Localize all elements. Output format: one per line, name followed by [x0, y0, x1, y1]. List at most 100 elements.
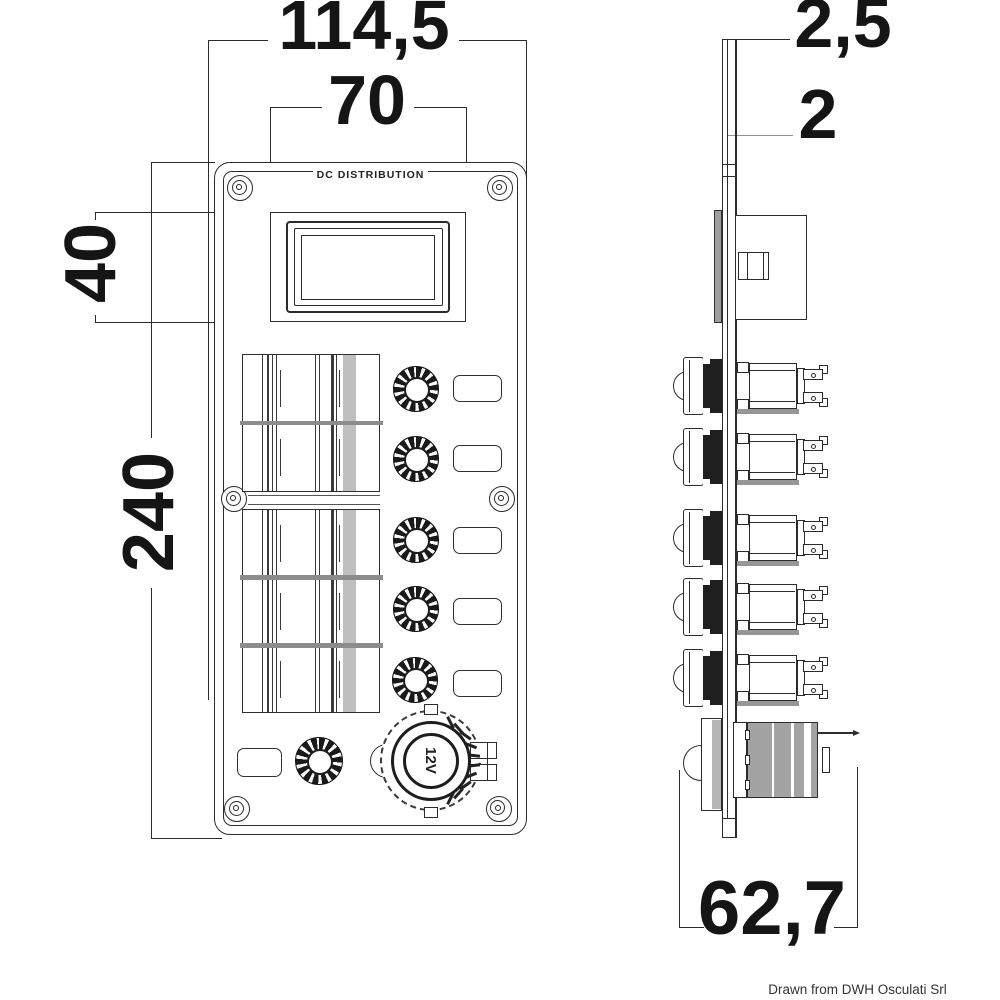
screw-hole — [494, 804, 501, 811]
side-socket-collar-bump — [744, 730, 750, 740]
display-screen — [301, 234, 435, 300]
credit-text: Drawn from DWH Osculati Srl — [768, 982, 947, 997]
paddle-center-line — [318, 424, 320, 491]
switch-slab-notch — [703, 650, 710, 656]
dim-mount-depth-line-right — [834, 927, 858, 929]
paddle-line — [262, 578, 263, 645]
switch-slab-notch — [703, 510, 710, 516]
switch-paddle-line — [688, 512, 690, 564]
dim-mount-depth-ext-right — [856, 767, 858, 928]
paddle-line — [266, 424, 269, 491]
paddle-center-line — [318, 578, 320, 645]
rocker-switch-row-5 — [242, 645, 380, 713]
paddle-line — [335, 578, 337, 645]
screw-bottom-right — [485, 795, 512, 822]
paddle-line — [266, 355, 269, 422]
switch-body-line — [750, 441, 795, 442]
dim-panel-width: 114,5 — [278, 0, 450, 64]
switch-paddle — [682, 509, 704, 567]
screw-hole — [233, 805, 240, 812]
switch-slab-notch — [703, 629, 710, 635]
paddle-dash — [339, 369, 340, 408]
paddle-line — [331, 355, 334, 422]
side-socket-terminal — [822, 746, 830, 773]
switch-body-line — [750, 622, 795, 623]
paddle-line — [271, 424, 273, 491]
side-switch-1 — [672, 353, 828, 419]
switch-flange-top — [736, 433, 749, 444]
paddle-line — [276, 355, 277, 422]
paddle-line — [276, 578, 277, 645]
paddle-dash — [339, 660, 340, 698]
screw-top-left — [227, 175, 253, 201]
breaker-button-1 — [393, 365, 439, 412]
switch-body-line — [750, 472, 795, 473]
switch-pin-hole — [811, 547, 816, 553]
switch-separator-bar — [239, 643, 383, 648]
rocker-switch-row-4 — [242, 577, 380, 646]
paddle-line — [331, 424, 334, 491]
label-window-bottom — [237, 747, 282, 777]
dim-display-width-line-left — [270, 107, 322, 109]
switch-pin-hole — [811, 372, 816, 378]
side-panel-hatch — [721, 176, 737, 178]
paddle-center-line — [314, 578, 316, 645]
switch-paddle-line — [688, 431, 690, 483]
side-panel-top-edge — [721, 39, 737, 41]
switch-pin-hole — [811, 616, 816, 622]
paddle-line — [276, 510, 277, 577]
screw-hole — [230, 495, 237, 502]
switch-body-line — [750, 401, 795, 402]
paddle-center-line — [314, 510, 316, 577]
dim-display-width-ext-left — [270, 107, 272, 213]
paddle-line — [262, 510, 263, 577]
paddle-line — [271, 578, 273, 645]
side-display-connector-line — [746, 251, 748, 280]
paddle-line — [266, 646, 269, 712]
switch-mount-slab — [703, 430, 722, 484]
dim-panel-height-line-upper — [151, 162, 153, 438]
cylinder-end-band — [804, 722, 811, 797]
switch-body-line — [750, 662, 795, 663]
paddle-center-line — [314, 355, 316, 422]
switch-separator-bar — [239, 420, 383, 426]
switch-bottom-bar — [737, 480, 799, 485]
switch-body — [749, 515, 797, 561]
dim-panel-height-tick-top — [151, 162, 215, 164]
cylinder-divider — [791, 722, 794, 797]
side-socket-pin — [817, 731, 854, 735]
switch-terminal-block — [797, 520, 805, 556]
switch-pin-hole — [811, 466, 816, 472]
rocker-switch-row-2 — [242, 423, 380, 492]
paddle-dash — [280, 524, 281, 562]
breaker-button-cap — [404, 446, 430, 473]
switch-paddle — [682, 428, 704, 486]
switch-flange-top — [736, 583, 749, 594]
paddle-line — [262, 646, 263, 712]
switch-slab-notch — [703, 358, 710, 364]
screw-washer — [231, 179, 247, 195]
dim-bezel-thickness: 2,5 — [794, 0, 892, 62]
paddle-shade-band — [342, 355, 356, 422]
socket-tab-top — [423, 703, 438, 715]
paddle-line — [271, 510, 273, 577]
dim-sheet-thickness: 2 — [798, 75, 838, 153]
breaker-button-2 — [393, 435, 439, 482]
screw-mid-right — [489, 486, 515, 512]
screw-hole — [236, 184, 243, 191]
switch-pin-hole — [811, 524, 816, 530]
side-switch-4 — [672, 574, 828, 640]
dim-display-width-ext-right — [465, 107, 467, 213]
dim-sheet-thickness-leader — [727, 134, 793, 136]
switch-flange-top — [736, 654, 749, 665]
dim-panel-height-tick-bottom — [151, 838, 222, 840]
group-gap-line — [248, 494, 380, 496]
switch-body — [749, 434, 797, 480]
dim-mount-depth-ext-left — [679, 770, 681, 928]
dim-panel-height: 240 — [109, 451, 189, 573]
dim-display-height-tick-top — [95, 211, 97, 220]
dim-display-height: 40 — [51, 222, 131, 304]
switch-slab-notch — [703, 560, 710, 566]
paddle-center-line — [314, 424, 316, 491]
